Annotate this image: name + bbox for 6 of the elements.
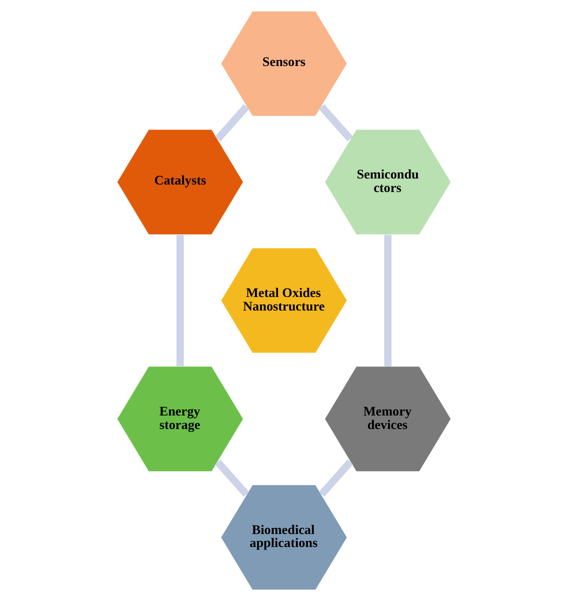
connector	[214, 460, 249, 497]
connector	[318, 460, 353, 497]
connector	[384, 234, 391, 366]
connector	[176, 234, 184, 366]
connector	[214, 104, 249, 142]
connector	[318, 104, 352, 142]
